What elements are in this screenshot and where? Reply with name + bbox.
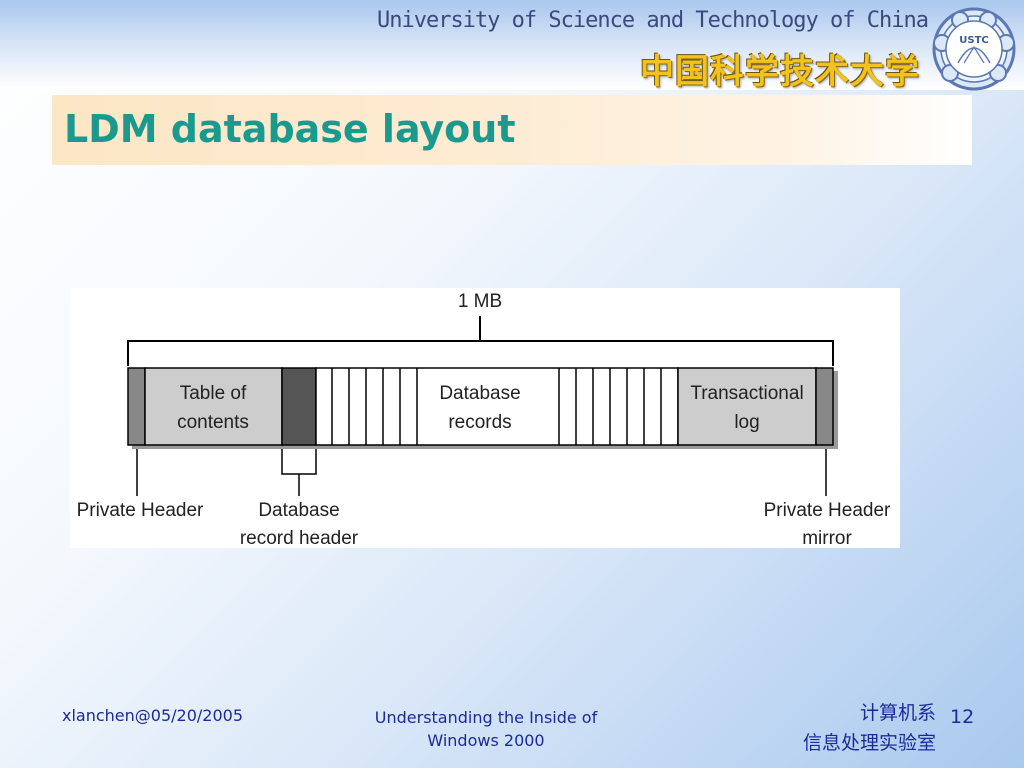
university-logo: USTC: [932, 7, 1016, 91]
logo-seal-icon: USTC: [932, 7, 1016, 91]
transactional-log-block: [677, 367, 817, 446]
logo-text: USTC: [959, 35, 988, 46]
records-label-line1: Database: [439, 383, 520, 404]
records-label-line2: records: [448, 412, 511, 433]
ldm-layout-diagram: 1 MB Table of: [70, 288, 900, 548]
record-header-label-line1: Database: [258, 500, 339, 521]
header-mirror-label-line1: Private Header: [764, 500, 891, 521]
database-record-header-block: [281, 367, 317, 446]
toc-label-line1: Table of: [180, 383, 247, 404]
record-slots-left: [331, 368, 418, 445]
university-name-chinese: 中国科学技术大学: [640, 52, 920, 92]
size-label: 1 MB: [458, 291, 502, 312]
footer-department: 计算机系 信息处理实验室: [803, 698, 936, 758]
footer-course-title: Understanding the Inside of Windows 2000: [374, 708, 598, 750]
log-label-line2: log: [734, 412, 759, 433]
header-band: [0, 0, 1024, 90]
toc-label-line2: contents: [177, 412, 249, 433]
footer-author-date: xlanchen@05/20/2005: [62, 706, 243, 725]
record-header-label-line2: record header: [240, 528, 359, 548]
log-label-line1: Transactional: [690, 383, 803, 404]
size-bracket: [127, 340, 834, 366]
table-of-contents-block: [144, 367, 283, 446]
record-slots-right: [558, 368, 662, 445]
record-header-bracket: [281, 449, 317, 475]
department-line1: 计算机系: [859, 702, 936, 724]
private-header-label: Private Header: [77, 500, 204, 521]
university-name-english: University of Science and Technology of …: [376, 8, 929, 33]
private-header-block: [127, 367, 146, 446]
page-number: 12: [950, 706, 975, 728]
ldm-layout-svg: 1 MB Table of: [77, 291, 891, 548]
department-line2: 信息处理实验室: [802, 732, 936, 754]
database-records-block: [315, 367, 679, 446]
header-mirror-label-line2: mirror: [802, 528, 852, 548]
slide-title: LDM database layout: [64, 107, 516, 151]
private-header-mirror-block: [815, 367, 834, 446]
title-band: LDM database layout: [52, 95, 972, 165]
